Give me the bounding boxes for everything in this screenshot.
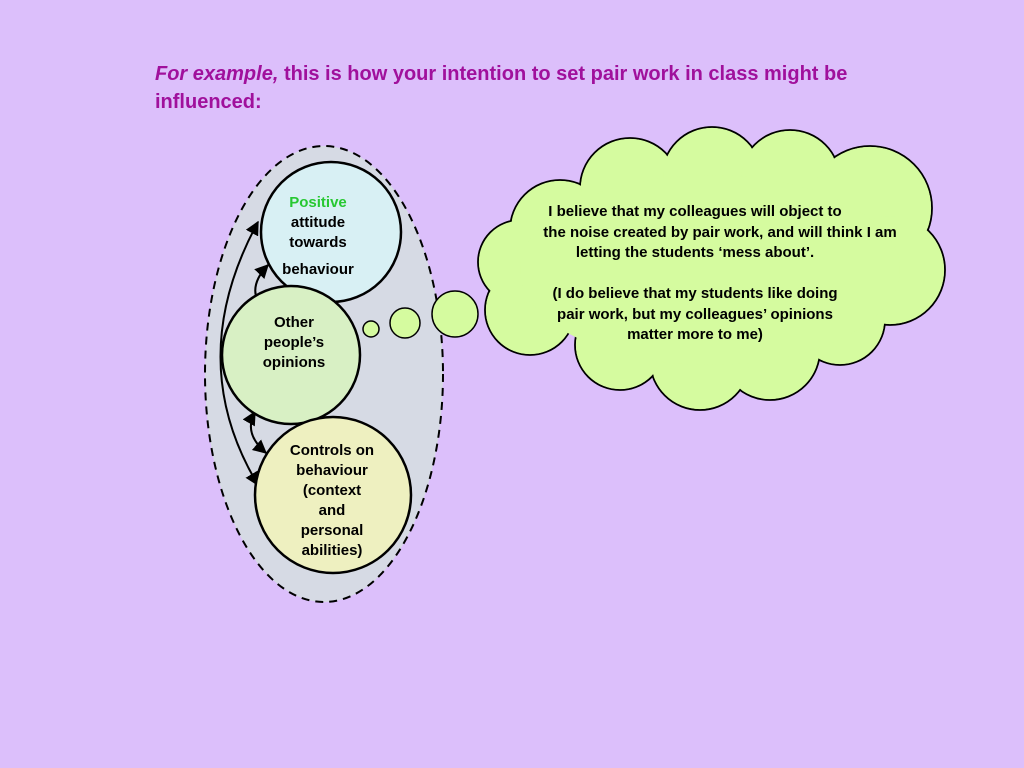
opinions-line3: opinions [262, 354, 326, 371]
title-rest: this is how your intention to set pair w… [155, 63, 848, 113]
controls-line2: behaviour [296, 462, 368, 479]
attitude-behaviour-label: behaviour [282, 261, 354, 278]
thought-line4: (I do believe that my students like doin… [552, 285, 838, 302]
controls-line5: personal [300, 522, 364, 539]
attitude-line3: towards [289, 234, 347, 251]
opinions-node-label: Other people’s opinions [244, 313, 344, 373]
attitude-positive-text: Positive [289, 194, 347, 211]
controls-line4: and [318, 502, 346, 519]
opinions-circle [220, 284, 362, 426]
attitude-line2: attitude [290, 214, 346, 231]
thought-line2: the noise created by pair work, and will… [543, 223, 897, 241]
thought-line3: letting the students ‘mess about’. [575, 244, 815, 261]
thought-bubble-small [362, 320, 380, 338]
thought-bubble-medium [389, 307, 421, 339]
slide-title: For example, this is how your intention … [155, 60, 875, 116]
arrow-attitude-controls [219, 220, 259, 487]
thought-line5: pair work, but my colleagues’ opinions [557, 305, 833, 323]
thought-line6: matter more to me) [627, 326, 763, 343]
controls-line1: Controls on [289, 442, 375, 459]
controls-node-label: Controls on behaviour (context and perso… [272, 441, 392, 561]
thought-blank-line [500, 264, 930, 285]
thought-line1: I believe that my colleagues will object… [548, 203, 842, 220]
thought-cloud [477, 126, 946, 411]
opinions-line1: Other [273, 314, 314, 331]
controls-line3: (context [302, 482, 362, 499]
thought-bubble-large [431, 290, 479, 338]
opinions-line2: people’s [263, 334, 325, 351]
attitude-node-label: Positive attitude towards [268, 193, 368, 253]
thought-cloud-text: I believe that my colleagues will object… [500, 202, 930, 346]
title-italic: For example, [155, 63, 279, 85]
controls-line6: abilities) [301, 542, 363, 559]
controls-circle [253, 415, 413, 575]
